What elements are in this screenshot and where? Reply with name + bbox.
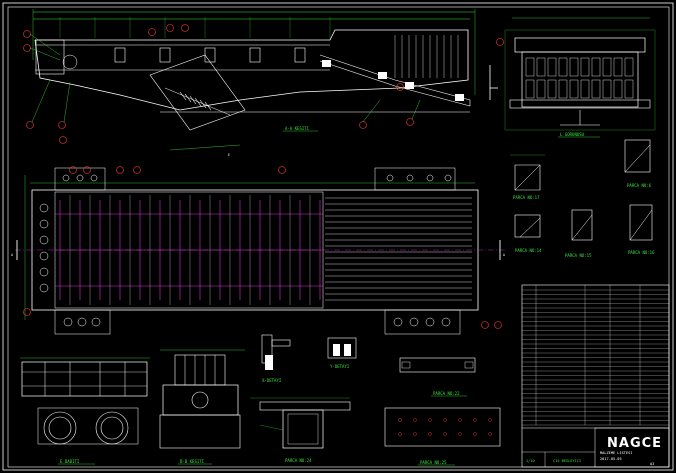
section-bb-title: B-B KESITI (180, 459, 205, 464)
part-22-label: PARCA NO:22 (433, 391, 460, 396)
title-line-3: A3 (650, 462, 654, 466)
view-l-title: L GORUNUSU (560, 132, 585, 137)
part-15-label: PARCA NO:15 (565, 253, 592, 258)
section-marker-a-right: A (503, 253, 505, 257)
section-bb-view: B-B KESITI (159, 349, 245, 465)
drawing-scale: 1/10 (526, 459, 535, 463)
detail-x: X-DETAYI (261, 334, 291, 383)
detail-y: Y-DETAYI (327, 337, 357, 369)
company-logo: NAGCE (607, 436, 662, 451)
part-17-label: PARCA NO:17 (513, 195, 540, 200)
section-aa-title: A-A KESITI (285, 126, 310, 131)
title-line-2: 2017-05-05 (600, 457, 622, 461)
view-l: L GORUNUSU (504, 17, 656, 138)
detail-y-title: Y-DETAYI (330, 364, 350, 369)
part-6-label: PARCA NO:6 (627, 183, 652, 188)
part-details: PARCA NO:17 PARCA NO:6 PARCA NO:14 PARCA… (510, 139, 655, 258)
part-16-label: PARCA NO:16 (628, 250, 655, 255)
drawing-title: C15 BESLEYICI (553, 459, 581, 463)
view-e: E DABITI (20, 357, 150, 465)
detail-x-title: X-DETAYI (262, 378, 282, 383)
section-marker-e: E (228, 153, 230, 157)
bottom-parts: PARCA NO:24 PARCA NO:22 PARCA NO:25 (250, 357, 501, 466)
part-24-label: PARCA NO:24 (285, 458, 312, 463)
drawing-frame-inner (7, 6, 670, 468)
title-block: NAGCE MALZEME LISTESI 2017-05-05 A3 1/10… (521, 284, 670, 468)
section-marker-a-left: A (11, 253, 13, 257)
part-14-label: PARCA NO:14 (515, 248, 542, 253)
section-aa-view: A-A KESITI (23, 9, 504, 151)
view-e-title: E DABITI (60, 459, 80, 464)
plan-view: A A E (11, 153, 505, 335)
part-25-label: PARCA NO:25 (420, 460, 447, 465)
title-line-1: MALZEME LISTESI (600, 451, 632, 455)
